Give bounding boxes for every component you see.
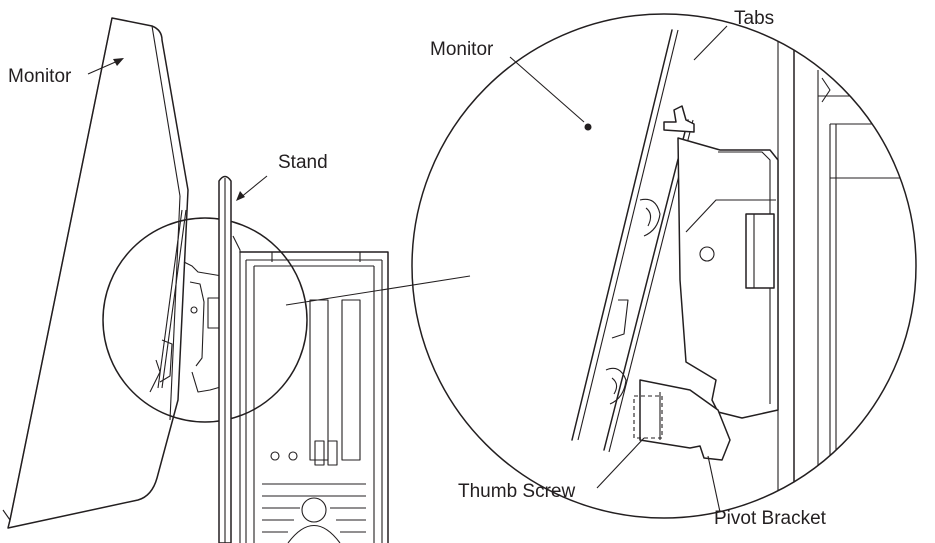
leader-monitor-left [87, 59, 121, 75]
detail-content [571, 19, 916, 518]
zoom-connector [285, 275, 471, 306]
label-tabs: Tabs [734, 8, 775, 29]
arrow-stand [236, 191, 245, 201]
label-stand: Stand [278, 152, 328, 173]
mount-bracket-small [149, 209, 225, 393]
leader-pivot-bracket [707, 455, 721, 513]
leader-monitor-detail [509, 56, 585, 123]
zoom-circle-detail [411, 13, 917, 519]
monitor-side-view [2, 17, 189, 529]
monitor-dot [584, 123, 592, 131]
arrow-monitor-left [113, 58, 124, 66]
zoom-circle-small [102, 217, 308, 423]
leader-thumb-screw [596, 437, 645, 489]
leader-tabs [693, 25, 728, 61]
stand-post [218, 175, 241, 543]
label-monitor-detail: Monitor [430, 39, 494, 60]
stand-body [239, 251, 389, 543]
leader-stand [239, 175, 268, 199]
label-thumb-screw: Thumb Screw [458, 481, 576, 502]
label-monitor-left: Monitor [8, 66, 72, 87]
label-pivot-bracket: Pivot Bracket [714, 508, 826, 529]
